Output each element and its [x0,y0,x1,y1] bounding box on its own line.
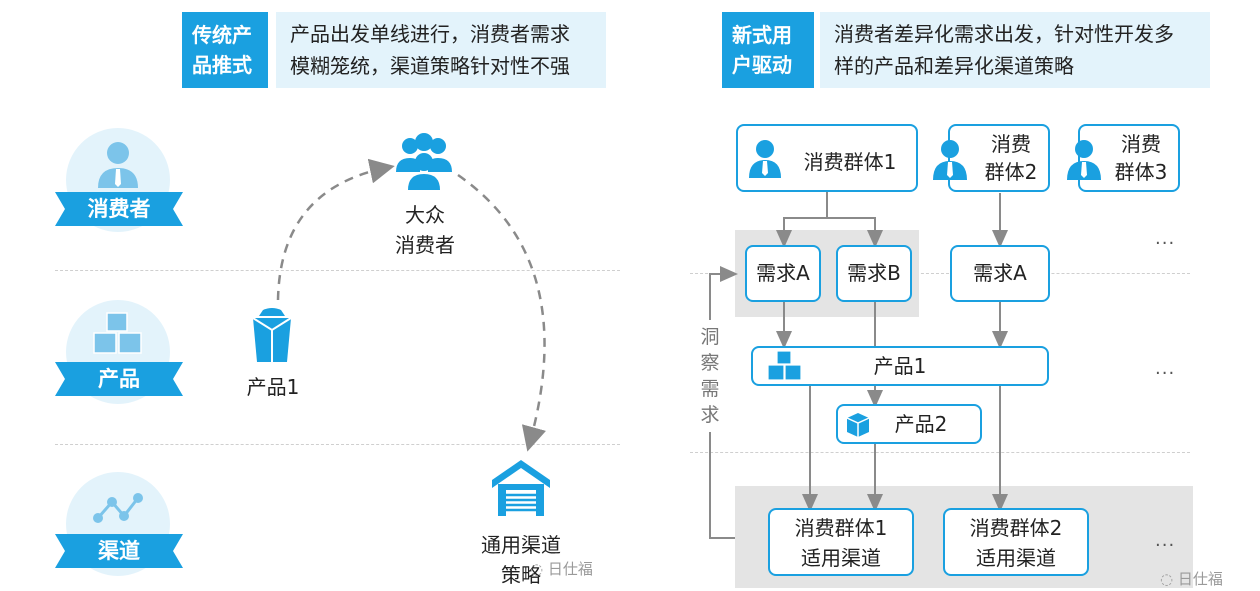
right-header-text-line1: 消费者差异化需求出发，针对性开发多 [834,22,1174,46]
insight-char-2: 察 [700,352,720,374]
right-header-tag-line2: 户驱动 [732,53,792,77]
row-consumer-ribbon [55,192,183,226]
product-2-label: 产品2 [894,412,948,436]
right-header-text-line2: 样的产品和差异化渠道策略 [834,54,1074,78]
left-header-text-line2: 模糊笼统，渠道策略针对性不强 [290,54,570,78]
person-icon [98,142,138,188]
channel-2-line1: 消费群体2 [969,516,1063,540]
right-header-tag: 新式用 户驱动 [722,12,814,88]
row-channel-label: 渠道 [98,539,140,563]
left-divider-2 [55,444,620,445]
row-consumer-label: 消费者 [87,197,151,221]
group-3-line2: 群体3 [1114,160,1168,184]
left-header-text-line1: 产品出发单线进行，消费者需求 [290,22,570,46]
left-consumers-line2: 消费者 [395,233,455,257]
crowd-icon [396,133,452,190]
insight-char-4: 求 [700,404,720,426]
channel-1-box: 消费群体1 适用渠道 [768,508,914,576]
left-channel-line1: 通用渠道 [481,533,561,557]
left-consumers-label: 大众 消费者 [370,200,480,260]
right-header-tag-line1: 新式用 [732,23,792,47]
left-channel-label: 通用渠道 策略 [464,530,578,590]
ellipsis-row-2: ... [1155,358,1176,379]
left-watermark: ◌ 日仕福 [530,558,593,579]
right-watermark: ◌ 日仕福 [1160,568,1223,589]
row-channel-ribbon [55,534,183,568]
consumer-icon-3 [1067,140,1101,180]
need-a-group1-label: 需求A [756,261,810,285]
need-b-group1-label: 需求B [847,261,901,285]
left-header-tag-line2: 品推式 [192,53,252,77]
group-2-line1: 消费 [991,132,1031,156]
left-flow-arrows [276,158,547,452]
need-a-group2-label: 需求A [973,261,1027,285]
right-watermark-text: 日仕福 [1177,570,1223,588]
consumer-icon [749,140,781,178]
cube-icon [846,413,870,437]
ellipsis-row-1: ... [1155,228,1176,249]
group-3-line1: 消费 [1121,132,1161,156]
left-product-label: 产品1 [246,375,300,399]
channel-1-line2: 适用渠道 [801,546,881,570]
warehouse-icon [492,460,550,516]
consumer-icon-2 [933,140,967,180]
insight-char-1: 洞 [700,326,720,348]
wechat-icon: ◌ [530,560,548,578]
cubes-icon [93,312,142,354]
channel-2-box: 消费群体2 适用渠道 [943,508,1089,576]
need-b-group1: 需求B [836,245,912,302]
left-header-tag: 传统产 品推式 [182,12,268,88]
channel-1-line1: 消费群体1 [794,516,888,540]
product-1-box: 产品1 [751,346,1049,386]
group-3-box: 消费 群体3 [1078,124,1180,192]
channel-2-line2: 适用渠道 [976,546,1056,570]
right-header-description: 消费者差异化需求出发，针对性开发多 样的产品和差异化渠道策略 [820,12,1210,88]
right-divider-1 [690,273,1190,274]
left-header-tag-line1: 传统产 [192,23,252,47]
group-2-box: 消费 群体2 [948,124,1050,192]
group-1-label: 消费群体1 [803,150,897,174]
insight-label: 洞 察 需 求 [698,320,722,432]
left-divider-1 [55,270,620,271]
left-channel-line2: 策略 [501,563,541,587]
group-2-line2: 群体2 [984,160,1038,184]
cubes-icon-small [767,350,802,381]
row-product-ribbon [55,362,183,396]
network-icon [93,493,143,523]
row-product-label: 产品 [98,367,140,391]
need-a-group2: 需求A [950,245,1050,302]
ellipsis-row-3: ... [1155,530,1176,551]
product-2-box: 产品2 [836,404,982,444]
insight-char-3: 需 [700,378,720,400]
right-divider-2 [690,452,1190,453]
left-watermark-text: 日仕福 [547,560,593,578]
need-a-group1: 需求A [745,245,821,302]
product-box-icon [252,308,292,362]
left-consumers-line1: 大众 [405,203,445,227]
wechat-icon-2: ◌ [1160,570,1178,588]
product-1-label: 产品1 [873,354,927,378]
group-1-box: 消费群体1 [736,124,918,192]
left-header-description: 产品出发单线进行，消费者需求 模糊笼统，渠道策略针对性不强 [276,12,606,88]
